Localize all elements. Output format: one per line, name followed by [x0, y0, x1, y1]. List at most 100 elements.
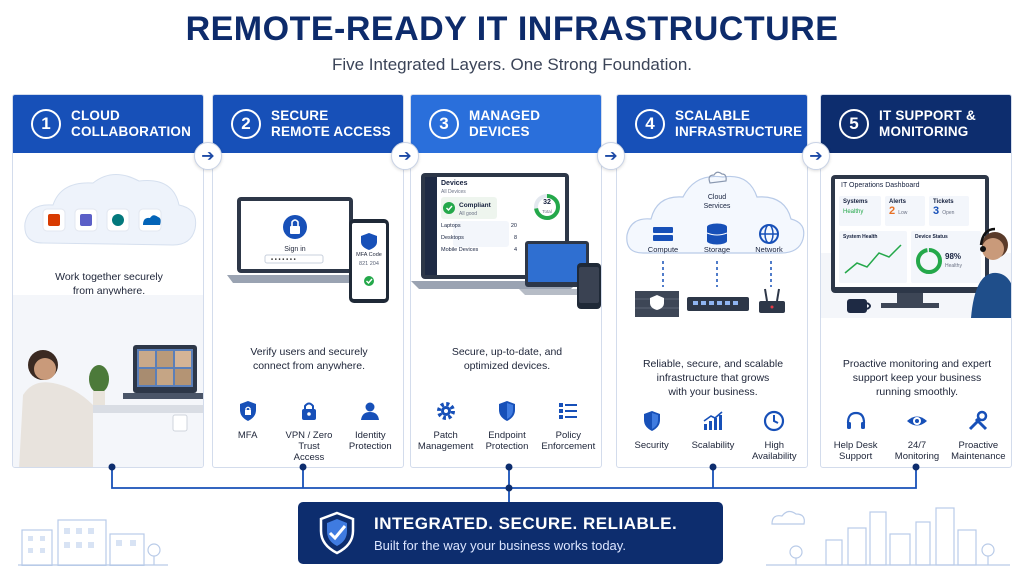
- panel-description: Secure, up-to-date, and optimized device…: [451, 346, 563, 372]
- service-compute: Compute: [647, 245, 679, 254]
- network-globe-icon: [759, 224, 779, 244]
- panel-title: SCALABLE INFRASTRUCTURE: [675, 108, 803, 139]
- system-health-label: System Health: [843, 234, 878, 240]
- feature-policy: Policy Enforcement: [538, 399, 598, 452]
- step-number: 3: [429, 109, 459, 139]
- feature-security: Security: [622, 409, 682, 462]
- panel-description: Reliable, secure, and scalable infrastru…: [642, 358, 784, 398]
- remote-worker-illustration: [13, 295, 203, 467]
- feature-monitoring: 24/7 Monitoring: [887, 409, 947, 462]
- layer-managed-devices: 3 MANAGED DEVICES Devices All Devices Co…: [410, 94, 602, 468]
- feature-list: Help Desk Support 24/7 Monitoring Proact…: [825, 409, 1009, 462]
- panel-title: IT SUPPORT & MONITORING: [879, 108, 976, 139]
- dashboard-subtitle: All Devices: [441, 189, 466, 195]
- service-network: Network: [755, 245, 783, 254]
- compliant-label: Compliant: [459, 202, 491, 209]
- compliant-sub: All good: [459, 211, 478, 217]
- panel-description: Proactive monitoring and expert support …: [842, 358, 992, 398]
- service-storage: Storage: [703, 245, 731, 254]
- panel-header: 5 IT SUPPORT & MONITORING: [821, 95, 1011, 153]
- page-subtitle: Five Integrated Layers. One Strong Found…: [331, 55, 693, 74]
- panel-header: 4 SCALABLE INFRASTRUCTURE: [617, 95, 807, 153]
- user-icon: [361, 402, 380, 420]
- cloud-services-label: Cloud Services: [703, 194, 731, 210]
- clock-icon: [764, 410, 785, 432]
- tile-tickets: Tickets 3 Open: [933, 199, 955, 217]
- firewall-icon: [635, 291, 679, 317]
- shield-lock-icon: [239, 401, 256, 421]
- feature-endpoint: Endpoint Protection: [477, 399, 537, 452]
- layer-it-support-monitoring: 5 IT SUPPORT & MONITORING IT Operations …: [820, 94, 1012, 468]
- panel-title: SECURE REMOTE ACCESS: [271, 108, 391, 139]
- storage-icon: [706, 223, 728, 245]
- flow-arrow-1: ➔: [194, 142, 222, 170]
- device-status-label: Device Status: [915, 234, 948, 240]
- ring-label: Total: [542, 209, 552, 214]
- step-number: 1: [31, 109, 61, 139]
- secure-login-illustration: • • • • • • • Sign in MFA Code 821 204: [213, 153, 403, 318]
- shield-check-icon: [319, 511, 355, 555]
- tile-alerts: Alerts 2 Low: [889, 199, 908, 217]
- flow-arrow-2: ➔: [391, 142, 419, 170]
- panel-title: CLOUD COLLABORATION: [71, 108, 192, 139]
- device-status-value: 98%: [945, 252, 962, 261]
- summary-banner: INTEGRATED. SECURE. RELIABLE. Built for …: [298, 502, 723, 564]
- cloud-services-illustration: Cloud Services Compute Storage Network: [617, 153, 807, 318]
- mfa-code-label: MFA Code: [356, 252, 382, 258]
- page-title: REMOTE-READY IT INFRASTRUCTURE: [185, 10, 839, 48]
- city-skyline-left: [18, 519, 168, 566]
- flow-arrow-3: ➔: [597, 142, 625, 170]
- checklist-icon: [559, 403, 578, 419]
- router-icon: [759, 288, 785, 313]
- art-caption: Work together securely from anywhere.: [55, 271, 163, 297]
- sharepoint-icon: [106, 208, 130, 232]
- compute-icon: [653, 227, 673, 241]
- headset-icon: [980, 246, 986, 252]
- phone-shield-icon: [361, 233, 377, 250]
- layer-scalable-infrastructure: 4 SCALABLE INFRASTRUCTURE Cloud Services…: [616, 94, 808, 468]
- headset-icon: [846, 411, 865, 429]
- feature-list: MFA VPN / Zero Trust Access Identity Pro…: [217, 399, 401, 463]
- feature-patch: Patch Management: [416, 399, 476, 452]
- svg-text:• • • • • • •: • • • • • • •: [271, 258, 296, 264]
- ring-value: 32: [543, 199, 551, 206]
- city-skyline-right: [766, 507, 1010, 566]
- ops-dashboard-illustration: IT Operations Dashboard Systems Healthy …: [821, 153, 1011, 318]
- tile-systems: Systems Healthy: [843, 199, 868, 215]
- panel-header: 3 MANAGED DEVICES: [411, 95, 601, 153]
- feature-helpdesk: Help Desk Support: [826, 409, 886, 462]
- padlock-icon: [301, 402, 316, 420]
- tools-icon: [969, 410, 988, 431]
- panel-title: MANAGED DEVICES: [469, 108, 541, 139]
- dashboard-title: Devices: [441, 180, 468, 187]
- signin-label: Sign in: [284, 246, 306, 253]
- step-number: 5: [839, 109, 869, 139]
- dashboard-title: IT Operations Dashboard: [841, 182, 920, 189]
- eye-icon: [906, 416, 927, 426]
- feature-list: Security Scalability High Availability: [621, 409, 805, 462]
- panel-header: 2 SECURE REMOTE ACCESS: [213, 95, 403, 153]
- cloud-apps-illustration: [24, 174, 197, 246]
- step-number: 2: [231, 109, 261, 139]
- network-switch-icon: [687, 297, 749, 311]
- feature-availability: High Availability: [744, 409, 804, 462]
- feature-mfa: MFA: [218, 399, 278, 463]
- layer-cloud-collaboration: 1 CLOUD COLLABORATION Work together secu…: [12, 94, 204, 468]
- panel-header: 1 CLOUD COLLABORATION: [13, 95, 203, 153]
- shield-icon: [498, 401, 515, 421]
- banner-subtitle: Built for the way your business works to…: [374, 537, 626, 553]
- mfa-code-value: 821 204: [359, 261, 379, 267]
- step-number: 4: [635, 109, 665, 139]
- feature-identity: Identity Protection: [340, 399, 400, 463]
- banner-title: INTEGRATED. SECURE. RELIABLE.: [374, 513, 678, 533]
- growth-chart-icon: [703, 411, 723, 430]
- layer-secure-remote-access: 2 SECURE REMOTE ACCESS • • • • • • • Sig…: [212, 94, 404, 468]
- gear-icon: [436, 402, 455, 420]
- office-icon: [42, 208, 66, 232]
- panel-description: Verify users and securely connect from a…: [250, 346, 368, 372]
- shield-icon: [643, 411, 660, 431]
- flow-arrow-4: ➔: [802, 142, 830, 170]
- connector-lines: [108, 463, 920, 502]
